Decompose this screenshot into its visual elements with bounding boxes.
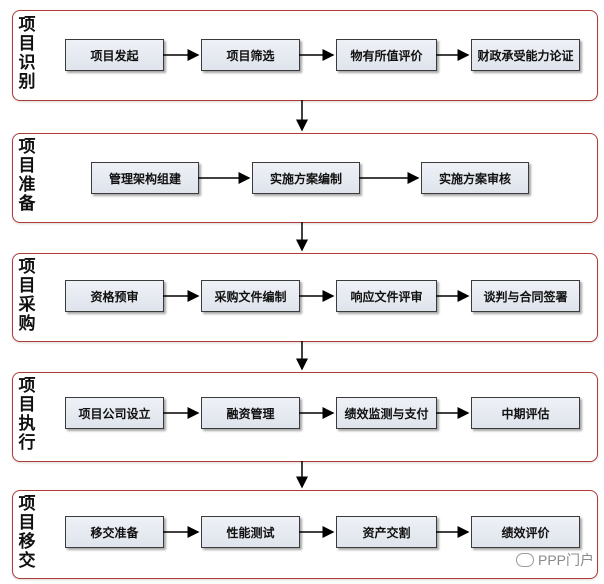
step-project-screening: 项目筛选 — [201, 39, 300, 71]
wechat-icon — [515, 553, 534, 567]
step-asset-delivery: 资产交割 — [336, 516, 437, 548]
step-performance-monitoring: 绩效监测与支付 — [336, 397, 437, 429]
step-financing-management: 融资管理 — [201, 397, 300, 429]
step-value-for-money: 物有所值评价 — [336, 39, 437, 71]
step-negotiation-contract: 谈判与合同签署 — [471, 280, 580, 312]
step-management-structure: 管理架构组建 — [91, 162, 199, 194]
step-midterm-evaluation: 中期评估 — [471, 397, 580, 429]
watermark-text: PPP门户 — [537, 552, 594, 568]
stage-label-identification: 项目识别 — [18, 15, 36, 92]
stage-label-preparation: 项目准备 — [18, 137, 36, 214]
step-transfer-preparation: 移交准备 — [65, 516, 164, 548]
step-plan-drafting: 实施方案编制 — [252, 162, 360, 194]
step-performance-evaluation: 绩效评价 — [471, 516, 580, 548]
step-procurement-documents: 采购文件编制 — [201, 280, 300, 312]
watermark: PPP门户 — [515, 550, 594, 570]
step-response-evaluation: 响应文件评审 — [336, 280, 437, 312]
step-plan-review: 实施方案审核 — [421, 162, 529, 194]
step-performance-testing: 性能测试 — [201, 516, 300, 548]
step-project-initiation: 项目发起 — [65, 39, 164, 71]
step-company-setup: 项目公司设立 — [65, 397, 164, 429]
stage-label-transfer: 项目移交 — [18, 494, 36, 571]
step-prequalification: 资格预审 — [65, 280, 164, 312]
stage-label-procurement: 项目采购 — [18, 257, 36, 334]
step-fiscal-affordability: 财政承受能力论证 — [471, 39, 580, 71]
stage-label-execution: 项目执行 — [18, 376, 36, 453]
